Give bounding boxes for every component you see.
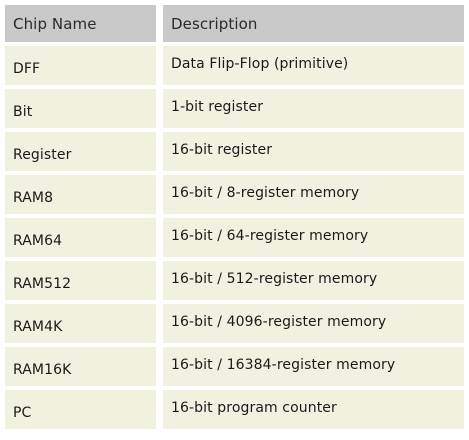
table-row: DFF Data Flip-Flop (primitive) bbox=[3, 46, 464, 85]
chip-name-cell: RAM8 bbox=[5, 175, 156, 214]
description-cell: 16-bit / 16384-register memory bbox=[163, 347, 464, 386]
description-cell: 16-bit / 64-register memory bbox=[163, 218, 464, 257]
chip-name-cell: DFF bbox=[5, 46, 156, 85]
chip-name-cell: Register bbox=[5, 132, 156, 171]
chip-name-cell: Bit bbox=[5, 89, 156, 128]
chip-name-cell: RAM64 bbox=[5, 218, 156, 257]
description-cell: 16-bit / 512-register memory bbox=[163, 261, 464, 300]
table-row: RAM8 16-bit / 8-register memory bbox=[3, 175, 464, 214]
description-cell: Data Flip-Flop (primitive) bbox=[163, 46, 464, 85]
table-row: RAM512 16-bit / 512-register memory bbox=[3, 261, 464, 300]
chip-table: Chip Name Description DFF Data Flip-Flop… bbox=[3, 5, 464, 433]
table-row: Register 16-bit register bbox=[3, 132, 464, 171]
description-cell: 16-bit program counter bbox=[163, 390, 464, 429]
chip-name-cell: RAM4K bbox=[5, 304, 156, 343]
table-row: RAM64 16-bit / 64-register memory bbox=[3, 218, 464, 257]
description-cell: 16-bit register bbox=[163, 132, 464, 171]
table-row: Bit 1-bit register bbox=[3, 89, 464, 128]
column-header-chip-name: Chip Name bbox=[5, 5, 156, 42]
chip-name-cell: RAM512 bbox=[5, 261, 156, 300]
table-header-row: Chip Name Description bbox=[3, 5, 464, 42]
column-header-description: Description bbox=[163, 5, 464, 42]
description-cell: 16-bit / 4096-register memory bbox=[163, 304, 464, 343]
chip-name-cell: PC bbox=[5, 390, 156, 429]
chip-name-cell: RAM16K bbox=[5, 347, 156, 386]
table-row: RAM16K 16-bit / 16384-register memory bbox=[3, 347, 464, 386]
description-cell: 16-bit / 8-register memory bbox=[163, 175, 464, 214]
table-row: RAM4K 16-bit / 4096-register memory bbox=[3, 304, 464, 343]
table-row: PC 16-bit program counter bbox=[3, 390, 464, 429]
description-cell: 1-bit register bbox=[163, 89, 464, 128]
